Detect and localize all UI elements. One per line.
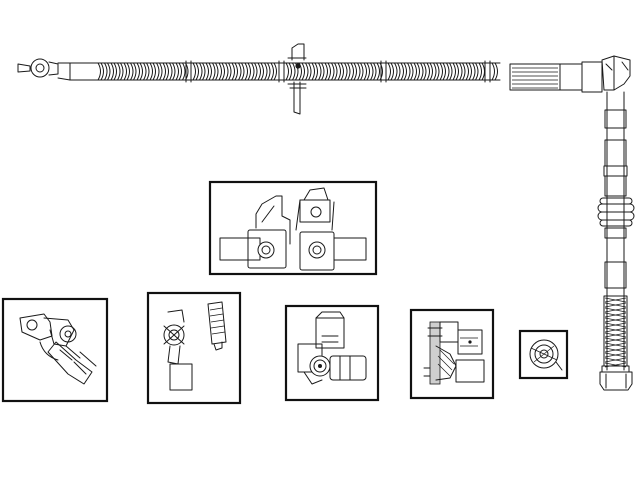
coil-section: [285, 62, 383, 81]
vertical-hose-section: [597, 91, 635, 391]
mounting-tab: [287, 43, 307, 115]
coil-separators: [185, 60, 491, 83]
left-banjo-fitting: [17, 58, 71, 81]
banjo-fitting-detail: [1, 297, 109, 403]
clip-and-sleeve-detail: [146, 291, 242, 405]
sectional-fitting-detail: [409, 308, 495, 400]
braided-sleeve: [604, 297, 627, 368]
ring-fitting-detail: [518, 329, 569, 380]
bracket-clip-detail: [208, 180, 378, 276]
caliper-mount-detail: [284, 304, 380, 402]
coil-section: [192, 62, 277, 81]
hose-coils: [97, 62, 498, 81]
coil-section: [97, 62, 189, 81]
coil-section: [491, 62, 498, 81]
brake-hose-assembly: [17, 43, 631, 115]
coil-section: [387, 62, 485, 81]
right-end-fitting: [509, 55, 631, 93]
